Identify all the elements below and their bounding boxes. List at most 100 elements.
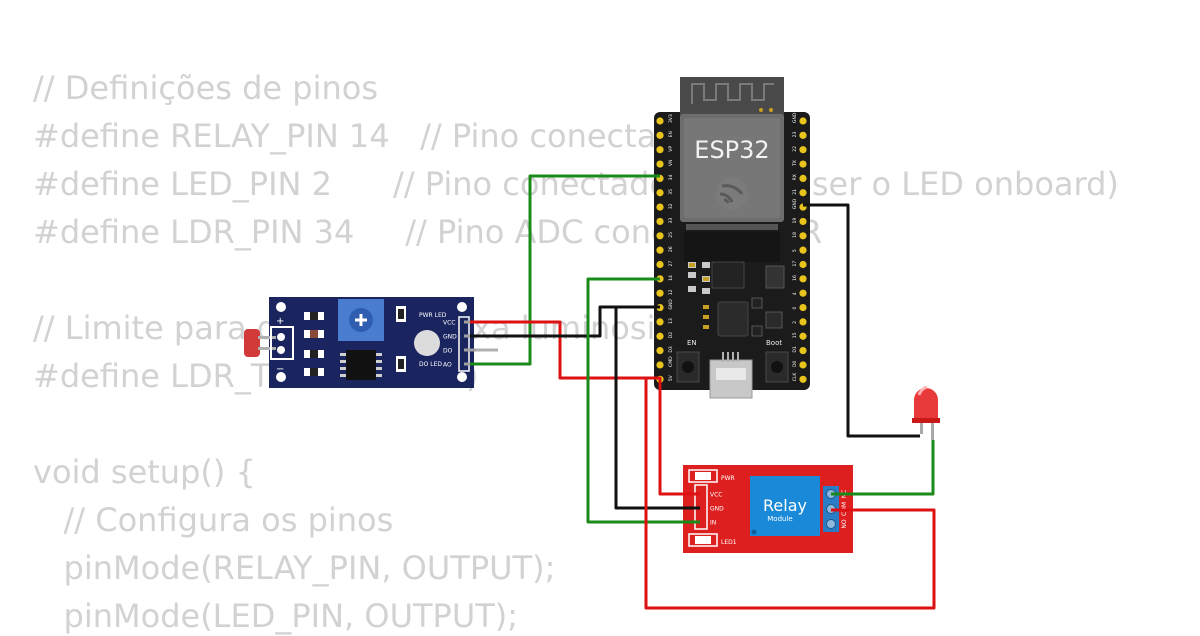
red-led[interactable] (912, 385, 940, 440)
esp32-pin-vp[interactable] (656, 146, 664, 154)
esp32-pin-label: 35 (668, 189, 674, 195)
wire-ldr-vcc[interactable] (470, 320, 662, 383)
esp32-pin-label: D3 (668, 346, 674, 352)
code-line-11: pinMode(RELAY_PIN, OUTPUT); (33, 549, 556, 587)
ldr-pin-lead (476, 348, 498, 352)
esp32-pin-label: VN (668, 160, 674, 166)
esp32-pin-label: 13 (668, 318, 674, 324)
pwr-led-label: PWR LED (419, 312, 447, 319)
ldr-pin-label: VCC (443, 320, 455, 327)
esp32-pin-label: RX (792, 174, 798, 180)
esp32-left-header[interactable]: 3V3ENVPVN343532332526271412GND13D2D3CMD5… (656, 114, 674, 383)
ldr-pin-label: GND (443, 334, 457, 341)
esp32-pin-label: VP (668, 146, 674, 152)
micro-usb-port (709, 352, 753, 399)
en-button[interactable] (676, 351, 700, 383)
esp32-pin-26[interactable] (656, 246, 664, 254)
esp32-pin-vn[interactable] (656, 160, 664, 168)
esp32-pin-label: D1 (792, 346, 798, 352)
wire-relay-gnd[interactable] (614, 305, 700, 510)
esp32-pin-label: 18 (792, 232, 798, 238)
esp32-pin-18[interactable] (799, 232, 807, 240)
wire-led-cathode[interactable] (803, 203, 920, 438)
esp32-pin-2[interactable] (799, 318, 807, 326)
esp32-pin-33[interactable] (656, 217, 664, 226)
relay-component: Relay Module (750, 476, 820, 536)
esp32-pin-25[interactable] (656, 232, 664, 240)
esp32-pin-5[interactable] (799, 246, 807, 254)
relay-title: Relay (763, 496, 807, 515)
esp32-pin-label: EN (668, 131, 674, 137)
esp32-board[interactable]: ESP32 EN Boot (654, 77, 810, 399)
esp32-pin-d1[interactable] (799, 347, 807, 355)
wires (470, 174, 936, 610)
esp32-pin-16[interactable] (799, 275, 807, 283)
photoresistor-icon (244, 329, 276, 357)
esp32-pin-21[interactable] (799, 189, 807, 197)
esp32-pin-cmd[interactable] (656, 361, 664, 369)
esp32-pin-3v3[interactable] (656, 117, 664, 125)
esp32-pin-label: D2 (668, 332, 674, 338)
esp32-pin-0[interactable] (799, 303, 807, 312)
esp32-pin-label: 16 (792, 275, 798, 281)
en-button-label: EN (687, 339, 697, 347)
esp32-pin-clk[interactable] (799, 375, 807, 383)
esp32-pin-d0[interactable] (799, 361, 807, 369)
esp32-pin-19[interactable] (799, 217, 807, 226)
wire-relay-com[interactable] (644, 378, 936, 610)
wire-relay-in-gpio14[interactable] (586, 277, 700, 524)
relay-led1-label: LED1 (721, 539, 737, 546)
comparator-ic (340, 350, 382, 380)
relay-subtitle: Module (767, 515, 792, 523)
esp32-pin-label: 26 (668, 246, 674, 252)
esp32-pin-label: 34 (668, 175, 674, 181)
esp32-pin-d3[interactable] (656, 347, 664, 355)
esp32-pin-label: 21 (792, 189, 798, 195)
esp32-pin-label: 27 (668, 261, 674, 267)
ldr-minus-label: − (276, 364, 284, 375)
esp32-pin-d2[interactable] (656, 332, 664, 340)
esp32-pin-label: 5 (792, 249, 798, 252)
esp32-pin-label: 15 (792, 332, 798, 338)
code-line-3: #define LED_PIN 2 // Pino conectado a (33, 165, 699, 203)
esp32-pin-en[interactable] (656, 131, 664, 139)
esp32-pin-label: 5V (668, 374, 674, 381)
esp32-pin-17[interactable] (799, 260, 807, 269)
esp32-pin-27[interactable] (656, 260, 664, 269)
esp32-pin-label: 0 (792, 307, 798, 310)
code-line-9: void setup() { (33, 453, 256, 491)
wire-led-anode[interactable] (831, 440, 935, 496)
esp32-pin-23[interactable] (799, 131, 807, 139)
esp32-pin-label: 14 (668, 275, 674, 281)
esp32-pin-gnd[interactable] (799, 117, 807, 125)
esp32-pin-label: 32 (668, 203, 674, 209)
esp32-pin-13[interactable] (656, 318, 664, 326)
potentiometer-knob[interactable] (338, 299, 384, 341)
esp32-pin-label: 12 (668, 289, 674, 295)
boot-button-label: Boot (766, 339, 782, 347)
ldr-pin-label: AO (443, 362, 452, 369)
wire-ldr-ao-to-gpio34[interactable] (470, 174, 660, 366)
esp32-pin-label: GND (792, 112, 798, 123)
ldr-pin-do[interactable] (464, 348, 476, 352)
esp32-pin-rx[interactable] (799, 174, 807, 182)
ldr-plus-label: + (276, 316, 284, 327)
esp32-pin-label: 2 (792, 321, 798, 324)
relay-pin-label: IN (710, 520, 716, 527)
esp32-pin-label: 22 (792, 146, 798, 152)
relay-contact-label: NO (841, 519, 848, 528)
esp32-pin-label: 23 (792, 131, 798, 137)
esp32-pin-15[interactable] (799, 332, 807, 340)
boot-button[interactable] (765, 351, 789, 383)
esp32-pin-35[interactable] (656, 189, 664, 197)
esp32-pin-tx[interactable] (799, 160, 807, 168)
esp32-pin-12[interactable] (656, 289, 664, 297)
esp32-pin-22[interactable] (799, 146, 807, 154)
esp32-pin-32[interactable] (656, 203, 664, 211)
esp32-pin-label: CLK (792, 372, 798, 382)
esp32-pin-4[interactable] (799, 289, 807, 297)
